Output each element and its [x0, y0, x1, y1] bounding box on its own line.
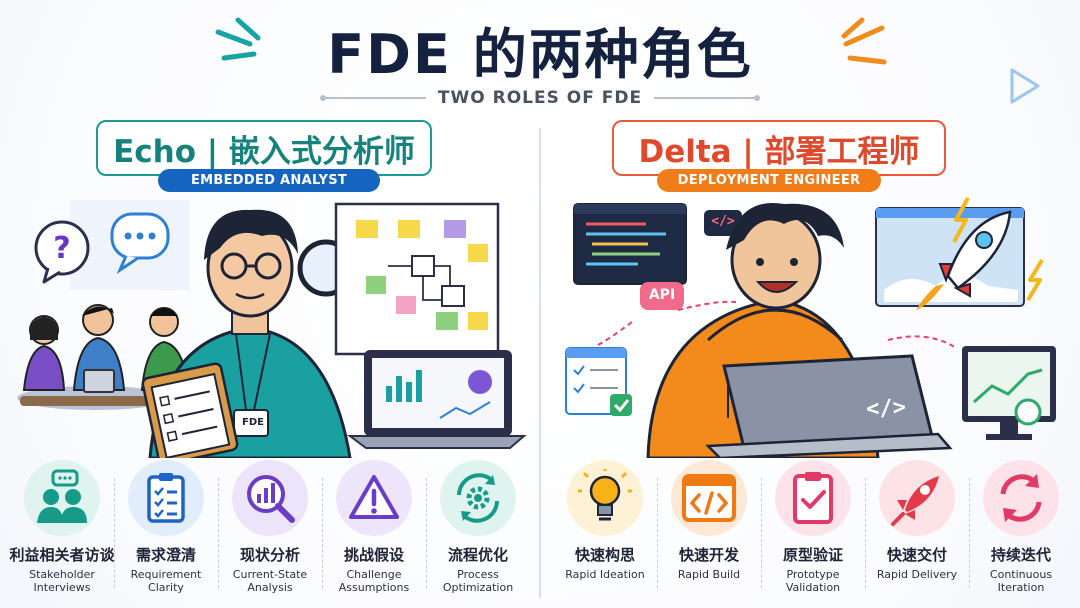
skill-subtitle: Prototype Validation: [785, 568, 841, 594]
chat-dots-bubble-icon: [110, 212, 170, 275]
delta-skill-prototype-validation: 原型验证 Prototype Validation: [761, 460, 865, 594]
subtitle-line-left: [325, 97, 426, 99]
skill-subtitle: Rapid Delivery: [876, 568, 958, 581]
lightbulb-icon: [567, 460, 643, 536]
subtitle-line-right: [654, 97, 755, 99]
skill-subtitle: Stakeholder Interviews: [29, 568, 95, 594]
echo-skill-current-state-analysis: 现状分析 Current-State Analysis: [218, 460, 322, 594]
api-bubble: [640, 282, 684, 310]
skill-subtitle: Challenge Assumptions: [338, 568, 410, 594]
check-clipboard-icon: [775, 460, 851, 536]
checklist-clipboard-icon: [128, 460, 204, 536]
svg-text:?: ?: [53, 231, 70, 266]
subtitle-dot-right: [754, 95, 761, 101]
skill-subtitle: Rapid Build: [677, 568, 741, 581]
delta-role-title: Delta | 部署工程师: [612, 120, 946, 176]
skill-subtitle: Requirement Clarity: [130, 568, 202, 594]
subtitle-row: TWO ROLES OF FDE: [0, 88, 1080, 108]
flowchart-board: [334, 202, 500, 356]
skill-title: 快速开发: [678, 546, 739, 564]
skill-title: 持续迭代: [990, 546, 1051, 564]
echo-laptop-dashboard: [347, 350, 527, 449]
skill-subtitle: Current-State Analysis: [232, 568, 308, 594]
code-tag-chip: [704, 210, 742, 236]
skill-subtitle: Rapid Ideation: [565, 568, 645, 581]
skill-subtitle: Process Optimization: [442, 568, 514, 594]
play-triangle-icon: [1010, 68, 1040, 104]
delta-illustration: [548, 190, 1080, 458]
rocket-icon: [879, 460, 955, 536]
delta-laptop: [705, 354, 953, 458]
echo-skills-row: 利益相关者访谈 Stakeholder Interviews 需求澄清 Requ…: [10, 460, 530, 594]
echo-skill-requirement-clarity: 需求澄清 Requirement Clarity: [114, 460, 218, 594]
skill-title: 利益相关者访谈: [9, 546, 115, 564]
code-window-icon: [671, 460, 747, 536]
skill-title: 快速构思: [574, 546, 635, 564]
people-chat-icon: [24, 460, 100, 536]
laptop-code-symbol: </>: [865, 394, 907, 423]
sparkle-lines-left-icon: [215, 17, 261, 61]
delta-code-tag-label: </>: [711, 214, 735, 229]
delta-skills-row: 快速构思 Rapid Ideation 快速开发 Rapid Build: [553, 460, 1073, 594]
echo-skill-process-optimization: 流程优化 Process Optimization: [426, 460, 530, 594]
echo-role-title: Echo | 嵌入式分析师: [96, 120, 432, 176]
lightning-icon: [952, 197, 970, 243]
center-divider: [539, 128, 541, 598]
skill-title: 现状分析: [239, 546, 300, 564]
echo-illustration: ?: [0, 190, 530, 458]
fde-badge-label: FDE: [242, 417, 264, 428]
rocket-icon: [916, 210, 1012, 310]
delta-role-pill: DEPLOYMENT ENGINEER: [657, 169, 881, 192]
skill-title: 需求澄清: [135, 546, 196, 564]
page-title: FDE 的两种角色: [327, 23, 753, 86]
delta-skill-rapid-build: 快速开发 Rapid Build: [657, 460, 761, 594]
gear-cycle-icon: [440, 460, 516, 536]
delta-skill-continuous-iteration: 持续迭代 Continuous Iteration: [969, 460, 1073, 594]
delta-skill-rapid-delivery: 快速交付 Rapid Delivery: [865, 460, 969, 594]
subtitle-dot-left: [319, 95, 326, 101]
skill-title: 快速交付: [886, 546, 947, 564]
growth-chart-monitor: [962, 346, 1056, 440]
echo-skill-stakeholder-interviews: 利益相关者访谈 Stakeholder Interviews: [9, 460, 115, 594]
delta-skill-rapid-ideation: 快速构思 Rapid Ideation: [553, 460, 657, 594]
sparkle-lines-right-icon: [841, 17, 887, 65]
delta-api-label: API: [648, 287, 676, 303]
echo-skill-challenge-assumptions: 挑战假设 Challenge Assumptions: [322, 460, 426, 594]
skill-subtitle: Continuous Iteration: [989, 568, 1053, 594]
page-subtitle: TWO ROLES OF FDE: [437, 88, 643, 108]
magnifier-chart-icon: [232, 460, 308, 536]
question-bubble-icon: ?: [34, 220, 90, 284]
cycle-arrows-icon: [983, 460, 1059, 536]
checklist-window: [565, 347, 632, 416]
skill-title: 流程优化: [447, 546, 508, 564]
skill-title: 原型验证: [782, 546, 843, 564]
skill-title: 挑战假设: [343, 546, 404, 564]
code-window-screen: [573, 203, 687, 285]
meeting-people: [17, 304, 190, 410]
warning-triangle-icon: [336, 460, 412, 536]
echo-role-pill: EMBEDDED ANALYST: [158, 169, 380, 192]
